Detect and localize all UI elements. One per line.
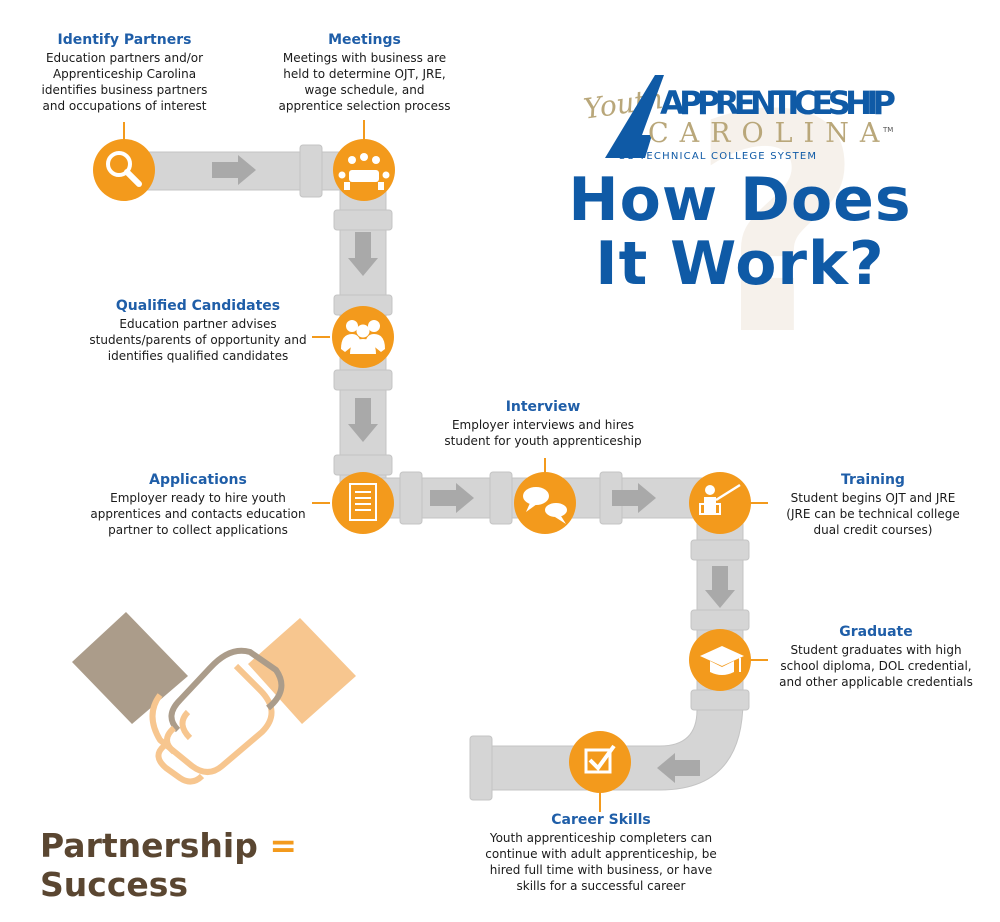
step-applications: Applications Employer ready to hire yout… (88, 472, 308, 538)
tagline-right: Success (40, 865, 189, 904)
flow-arrows (212, 155, 735, 783)
logo-wordmark: APPRENTICESHIP (660, 84, 896, 122)
meeting-table-icon (338, 153, 390, 190)
step-career-skills: Career Skills Youth apprenticeship compl… (470, 812, 732, 894)
connector-lines (123, 120, 768, 812)
step-node-career-skills (569, 731, 631, 793)
step-training: Training Student begins OJT and JRE(JRE … (768, 472, 978, 538)
title-line-2: It Work? (595, 229, 885, 299)
background-question-mark: ? (690, 52, 864, 401)
step-node-interview (514, 472, 576, 534)
magnifier-icon (106, 151, 142, 187)
application-document-icon (349, 483, 377, 521)
step-heading: Career Skills (551, 812, 651, 828)
step-heading: Meetings (328, 32, 401, 48)
step-node-training (689, 472, 751, 534)
step-node-meetings (333, 139, 395, 201)
logo-tm: TM (882, 126, 893, 134)
step-node-qualified-candidates (332, 306, 394, 368)
step-identify-partners: Identify Partners Education partners and… (22, 32, 227, 114)
step-heading: Graduate (839, 624, 913, 640)
step-node-graduate (689, 629, 751, 691)
logo-subtitle: SC TECHNICAL COLLEGE SYSTEM (619, 151, 817, 162)
speech-bubbles-icon (523, 487, 569, 524)
step-description: Student begins OJT and JRE(JRE can be te… (786, 491, 960, 537)
step-node-applications (332, 472, 394, 534)
svg-text:?: ? (690, 52, 864, 401)
step-qualified-candidates: Qualified Candidates Education partner a… (78, 298, 318, 364)
logo-swoosh-icon (605, 75, 664, 158)
teacher-board-icon (699, 483, 741, 515)
step-heading: Identify Partners (57, 32, 192, 48)
partnership-tagline: Partnership = Success (40, 826, 440, 904)
checkbox-icon (584, 744, 616, 774)
graduation-cap-icon (700, 646, 744, 675)
youth-apprenticeship-carolina-logo: Youth APPRENTICESHIP CAROLINA TM SC TECH… (582, 75, 896, 162)
step-node-identify-partners (93, 139, 155, 201)
tagline-equals: = (269, 826, 297, 865)
handshake-illustration (72, 612, 356, 785)
page-title: How Does It Work? (540, 168, 940, 296)
title-line-1: How Does (568, 165, 912, 235)
step-heading: Applications (149, 472, 247, 488)
step-heading: Interview (505, 399, 581, 415)
step-heading: Training (841, 472, 905, 488)
logo-state: CAROLINA (648, 118, 890, 149)
step-heading: Qualified Candidates (115, 298, 281, 314)
group-people-icon (341, 320, 385, 354)
tagline-left: Partnership (40, 826, 258, 865)
